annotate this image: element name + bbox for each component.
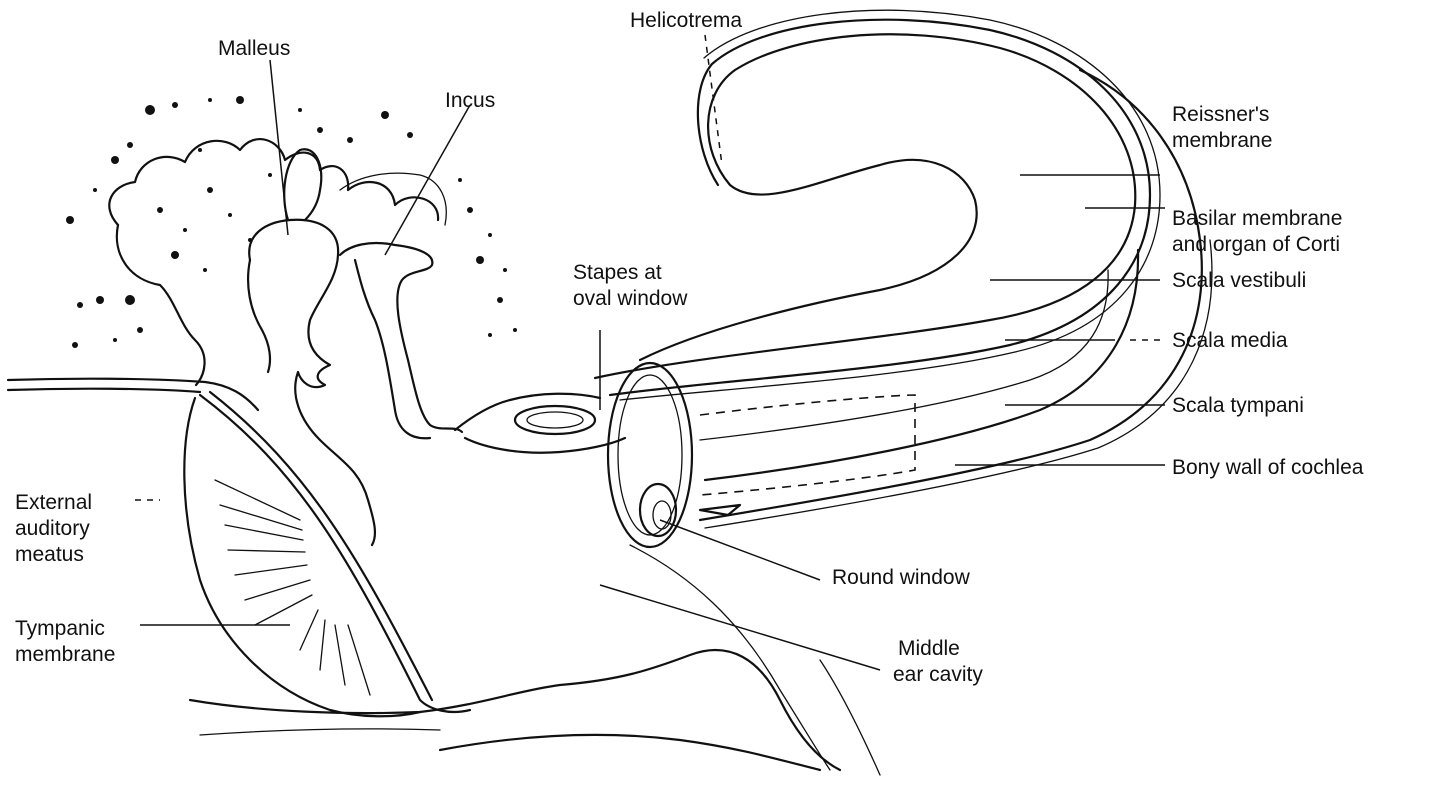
label-incus: Incus bbox=[445, 88, 495, 114]
temporal-bone bbox=[109, 139, 446, 385]
label-basilar-membrane: Basilar membrane and organ of Corti bbox=[1172, 206, 1342, 258]
label-line: Stapes at bbox=[573, 260, 687, 286]
label-tympanic-membrane: Tympanic membrane bbox=[15, 616, 115, 668]
label-line: Reissner's bbox=[1172, 102, 1272, 128]
label-line: membrane bbox=[15, 642, 115, 668]
label-scala-vestibuli: Scala vestibuli bbox=[1172, 268, 1306, 294]
label-line: Tympanic bbox=[15, 616, 115, 642]
label-middle-ear-cavity: Middle ear cavity bbox=[893, 636, 983, 688]
label-malleus: Malleus bbox=[218, 36, 290, 62]
label-line: and organ of Corti bbox=[1172, 232, 1342, 258]
cochlea bbox=[595, 10, 1212, 547]
label-line: Basilar membrane bbox=[1172, 206, 1342, 232]
label-line: membrane bbox=[1172, 128, 1272, 154]
label-line: auditory bbox=[15, 516, 92, 542]
tympanic-membrane-shape bbox=[184, 398, 420, 716]
label-line: External bbox=[15, 490, 92, 516]
label-line: meatus bbox=[15, 542, 92, 568]
label-reissners-membrane: Reissner's membrane bbox=[1172, 102, 1272, 154]
label-external-auditory-meatus: External auditory meatus bbox=[15, 490, 92, 568]
label-scala-media: Scala media bbox=[1172, 328, 1288, 354]
middle-ear-floor bbox=[190, 545, 880, 775]
label-line: ear cavity bbox=[893, 662, 983, 688]
bone-stipple bbox=[66, 96, 517, 348]
label-bony-wall: Bony wall of cochlea bbox=[1172, 455, 1363, 481]
label-scala-tympani: Scala tympani bbox=[1172, 393, 1304, 419]
label-round-window: Round window bbox=[832, 565, 970, 591]
label-stapes: Stapes at oval window bbox=[573, 260, 687, 312]
label-helicotrema: Helicotrema bbox=[630, 8, 742, 34]
label-line: Middle bbox=[893, 636, 983, 662]
label-line: oval window bbox=[573, 286, 687, 312]
